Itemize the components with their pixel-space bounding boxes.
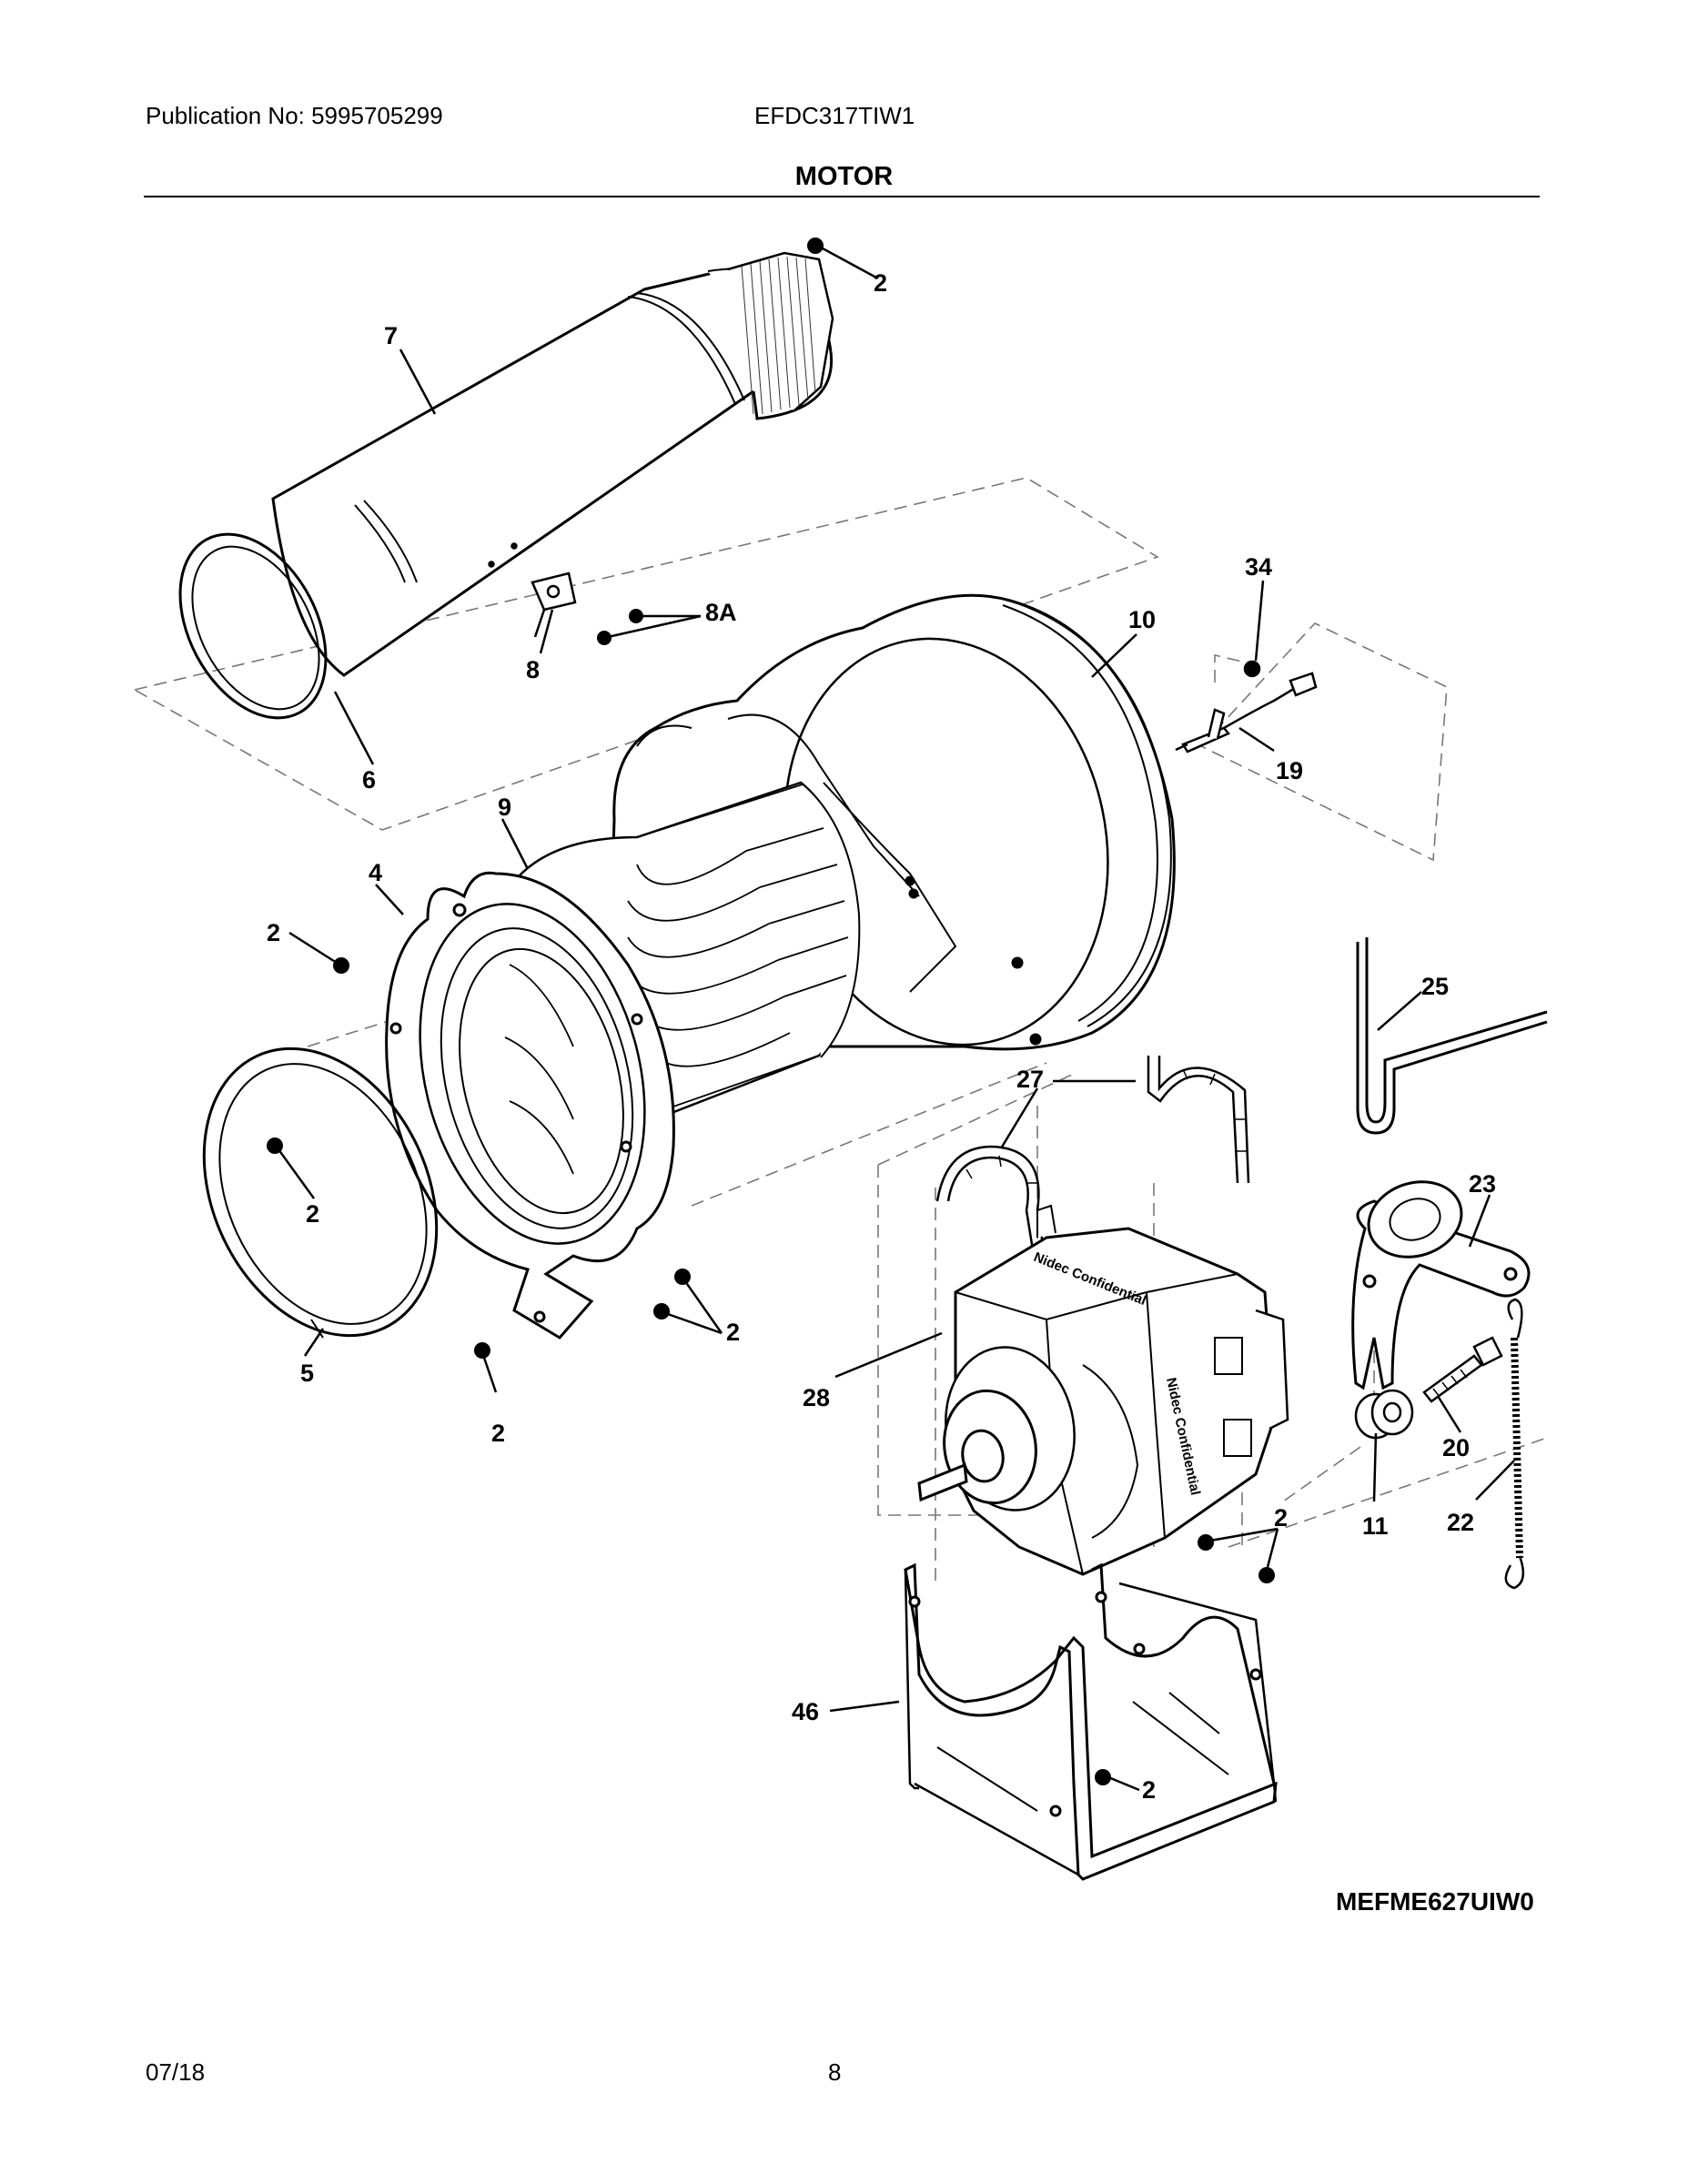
callout-2c: 2	[306, 1200, 319, 1228]
screw-parts	[267, 238, 1275, 1785]
duct-seal-ring-part	[178, 532, 328, 720]
front-seal-ring-part	[202, 1046, 439, 1339]
screw-8a-parts	[597, 609, 643, 645]
blower-cover-part	[385, 871, 675, 1340]
model-number: EFDC317TIW1	[754, 102, 915, 129]
page-number: 8	[828, 2058, 842, 2086]
callout-2g: 2	[1142, 1776, 1156, 1804]
blower-duct-part	[271, 251, 834, 677]
callout-11: 11	[1362, 1512, 1389, 1540]
drive-motor-part	[917, 1204, 1289, 1576]
callout-10: 10	[1128, 606, 1156, 633]
drawing-code: MEFME627UIW0	[1336, 1887, 1534, 1916]
callout-27: 27	[1016, 1066, 1044, 1093]
thermal-fuse-part	[488, 542, 577, 638]
callout-25: 25	[1421, 973, 1449, 1000]
callout-6: 6	[362, 766, 376, 794]
callout-leader-lines	[277, 247, 1515, 1792]
callout-8a: 8A	[705, 599, 737, 626]
thermistor-part	[1175, 660, 1318, 753]
callout-2e: 2	[491, 1420, 505, 1447]
callout-8: 8	[526, 656, 540, 683]
bushing-part	[1354, 1389, 1414, 1440]
callout-22: 22	[1447, 1509, 1474, 1536]
callout-23: 23	[1469, 1170, 1496, 1198]
section-title: MOTOR	[794, 162, 894, 191]
callout-28: 28	[803, 1384, 830, 1411]
callout-34: 34	[1245, 553, 1272, 581]
drive-belt-part	[1356, 937, 1548, 1135]
callout-labels: 2 7 8A 8 6 34 10 19 9 4 2 25 27 2 5 2 2 …	[267, 269, 1496, 1804]
publication-number: Publication No: 5995705299	[146, 102, 443, 129]
callout-7: 7	[384, 322, 398, 349]
callout-19: 19	[1276, 757, 1303, 784]
footer-date: 07/18	[146, 2058, 206, 2086]
callout-20: 20	[1442, 1434, 1470, 1461]
callout-46: 46	[792, 1698, 819, 1725]
callout-9: 9	[498, 794, 511, 821]
callout-4: 4	[369, 859, 382, 886]
motor-clamp-parts	[935, 1056, 1250, 1257]
idler-spring-part	[1504, 1298, 1525, 1590]
idler-bolt-part	[1422, 1336, 1503, 1403]
motor-mount-part	[904, 1562, 1278, 1881]
callout-2d: 2	[726, 1319, 740, 1346]
callout-2b: 2	[267, 919, 280, 946]
callout-2f: 2	[1274, 1504, 1288, 1532]
idler-pulley-part	[1351, 1180, 1531, 1390]
header-rule	[144, 196, 1540, 197]
callout-2a: 2	[874, 269, 887, 297]
callout-5: 5	[300, 1360, 314, 1387]
